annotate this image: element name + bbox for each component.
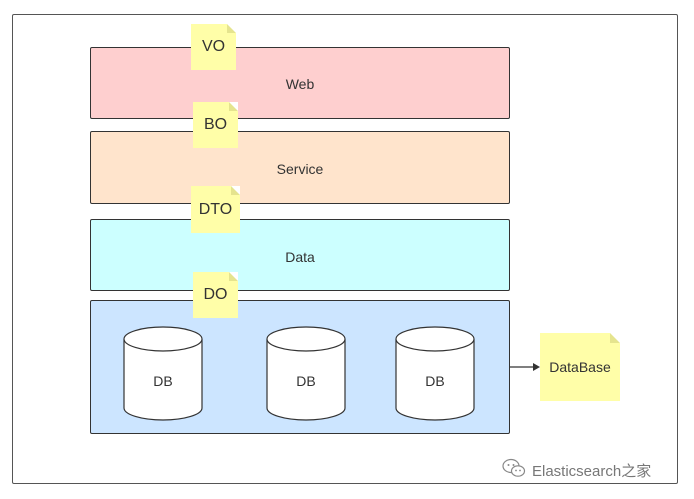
web-layer: Web — [90, 47, 510, 119]
db-cylinder: DB — [123, 326, 203, 421]
wechat-icon — [502, 458, 526, 482]
database-note: DataBase — [540, 333, 620, 401]
cylinder-icon — [123, 326, 203, 421]
db-label: DB — [296, 373, 316, 389]
cylinder-icon — [266, 326, 346, 421]
vo-note: VO — [191, 24, 236, 70]
bo-note: BO — [193, 102, 238, 148]
db-cylinder: DB — [395, 326, 475, 421]
dto-note: DTO — [191, 186, 240, 233]
web-layer-label: Web — [285, 76, 315, 92]
do-note: DO — [193, 272, 238, 318]
cylinder-icon — [395, 326, 475, 421]
db-cylinder: DB — [266, 326, 346, 421]
watermark-text: Elasticsearch之家 — [532, 462, 652, 480]
db-label: DB — [425, 373, 445, 389]
arrow-right-icon — [510, 363, 540, 371]
service-layer: Service — [90, 131, 510, 204]
watermark: Elasticsearch之家 — [502, 458, 651, 482]
data-layer: Data — [90, 219, 510, 291]
data-layer-label: Data — [285, 249, 315, 265]
db-label: DB — [153, 373, 173, 389]
service-layer-label: Service — [276, 161, 324, 177]
